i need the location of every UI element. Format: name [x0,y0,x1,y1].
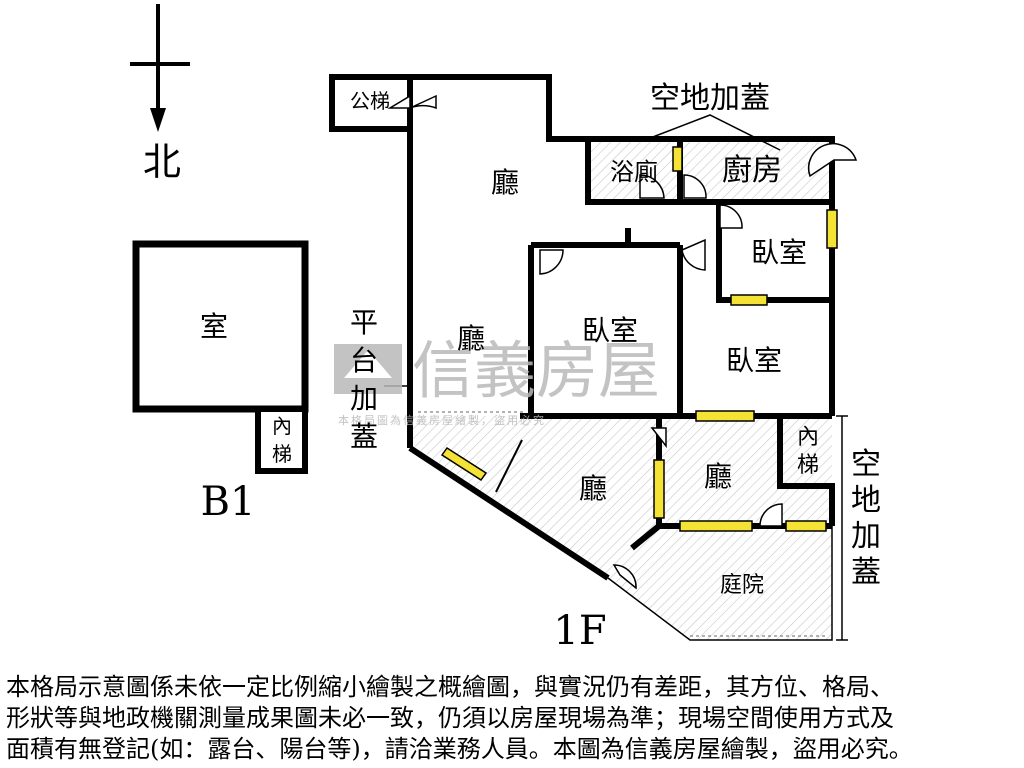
door-bedroom-1 [539,249,564,275]
b1-floor-label: B1 [201,479,256,525]
window-courtyard-east [785,520,827,532]
b1-stair-label-2: 梯 [272,442,292,466]
b1-room [132,240,309,413]
railings [418,411,826,637]
hatch-lower-area [410,416,832,640]
bedroom-2-label: 臥室 [751,236,807,269]
bath-kitchen-wall [585,139,832,205]
b1-stair-label-1: 內 [272,414,292,438]
hatched-areas [410,140,832,640]
hatch-open-space-top [588,140,832,202]
kitchen-label: 廚房 [722,153,782,188]
public-stair-label: 公梯 [350,89,390,113]
open-space-right-label-4: 蓋 [851,555,881,590]
open-space-pointer [644,114,781,151]
bedroom-3-label: 臥室 [726,344,782,377]
compass-label: 北 [143,140,181,184]
window-bedroom-2 [730,294,768,306]
inner-stair-wall [777,416,835,526]
window-bath [672,146,683,172]
door-public-stair-leaf [387,94,411,109]
b1-inner-stair [255,406,308,474]
door-hall-bedroom [681,238,706,271]
terrace-label-1: 平 [350,306,378,339]
door-bath [639,174,665,199]
inner-stair-label-2: 梯 [797,453,819,478]
f1-floor-label: 1F [553,608,606,654]
north-arrow-icon [150,108,166,132]
window-courtyard-north [679,520,753,532]
terrace-label-2: 台 [350,344,378,377]
hall-lower-left-label: 廳 [579,472,607,505]
open-space-right-label-1: 空 [851,447,881,482]
bath-label: 浴廁 [610,158,658,186]
window-kitchen-east [826,209,838,249]
terrace-label-4: 蓋 [350,420,378,453]
open-space-right-label-2: 地 [851,483,881,518]
disclaimer: 本格局示意圖係未依一定比例縮小繪製之概繪圖，與實況仍有差距，其方位、格局、 形狀… [6,672,1018,765]
terrace-label-3: 加 [350,382,378,415]
compass: 北 [130,4,190,184]
hall-top-label: 廳 [491,166,519,199]
door-courtyard [612,564,637,590]
door-public-stair [409,94,437,110]
door-bedroom-2 [719,204,743,229]
doors [387,94,858,590]
door-lower-hall [650,427,667,449]
courtyard-boundary [607,415,848,641]
bedroom-2-wall [716,202,832,303]
inner-stair-label-1: 內 [797,425,819,450]
outer-wall-diagonal [408,445,610,581]
hall-mid-label: 廳 [457,322,485,355]
door-kitchen [683,174,707,199]
door-inner-stair [759,503,783,527]
watermark: 信義房屋 本格局圖為信義房屋繪製，盜用必究 [334,334,660,427]
floor-plan: 北 室 內 梯 B1 [130,4,881,654]
disclaimer-line-3: 面積有無登記(如：露台、陽台等)，請洽業務人員。本圖為信義房屋繪製，盜用必究。 [6,735,913,763]
windows [440,146,838,532]
sliding-door-diagonal [495,439,523,493]
courtyard-west-wall [630,523,661,551]
b1-floor: 室 內 梯 B1 [132,240,309,525]
b1-room-label: 室 [200,310,228,343]
open-space-right-label-3: 加 [851,519,881,554]
window-bedroom-3 [695,410,755,422]
courtyard-label: 庭院 [720,573,764,598]
bedroom-1-label: 臥室 [582,314,638,347]
watermark-brand: 信義房屋 [412,334,660,407]
courtyard-edge [607,526,833,641]
disclaimer-line-2: 形狀等與地政機關測量成果圖未必一致，仍須以房屋現場為準；現場空間使用方式及 [6,704,894,732]
hall-lower-right-label: 廳 [704,460,732,493]
watermark-logo-roof [344,350,392,378]
outer-wall-north-east [410,74,835,300]
watermark-small: 本格局圖為信義房屋繪製，盜用必究 [338,413,546,427]
window-lower-divider [653,459,665,519]
door-kitchen-exterior [807,142,858,178]
disclaimer-line-1: 本格局示意圖係未依一定比例縮小繪製之概繪圖，與實況仍有差距，其方位、格局、 [6,673,894,701]
open-space-top-label: 空地加蓋 [650,81,770,116]
window-diagonal [440,446,488,482]
room-labels: 公梯 空地加蓋 浴廁 廚房 廳 廳 臥室 臥室 臥室 平 台 加 蓋 廳 廳 內… [350,81,881,654]
